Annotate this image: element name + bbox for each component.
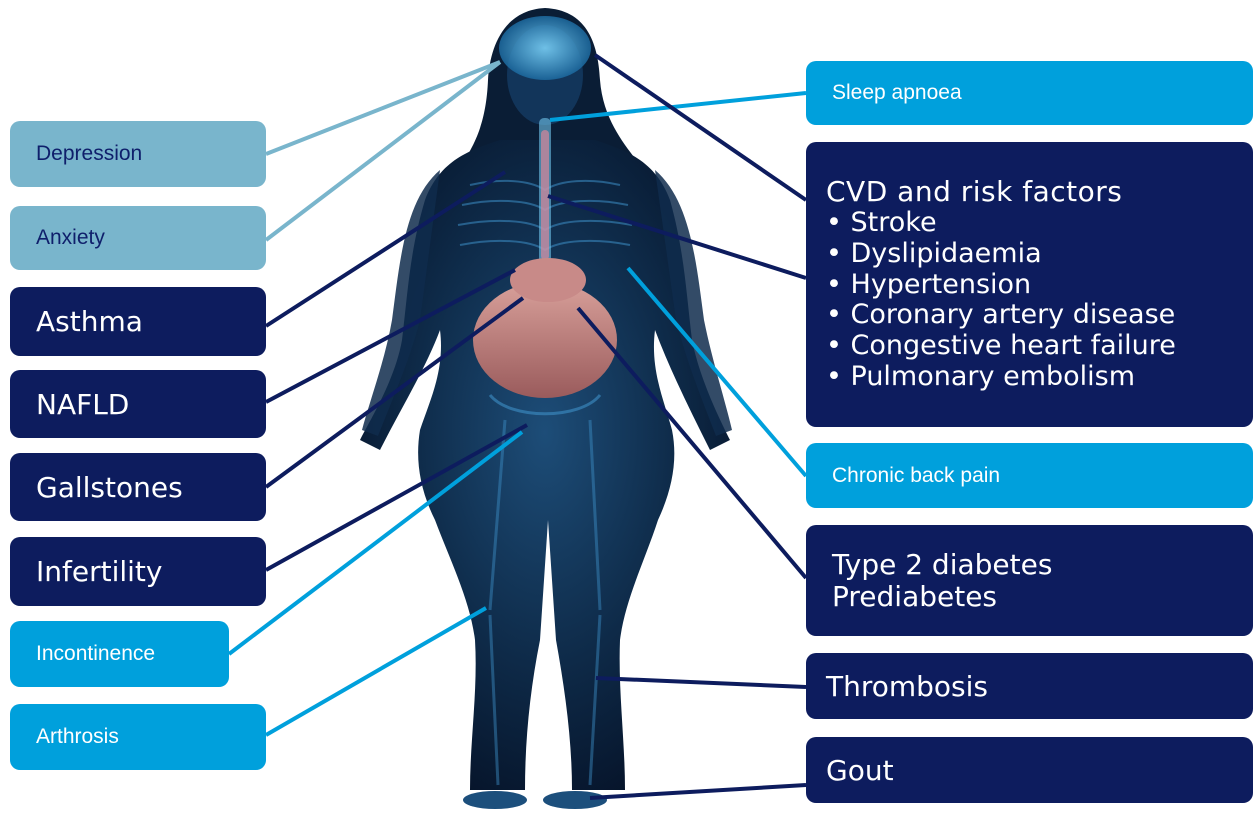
cvd-title: CVD and risk factors xyxy=(826,176,1122,208)
cvd-item: Congestive heart failure xyxy=(826,331,1176,362)
label-infertility: Infertility xyxy=(10,537,266,606)
connector-thrombosis xyxy=(596,678,806,687)
cvd-item: Pulmonary embolism xyxy=(826,362,1176,393)
label-sleep-apnoea: Sleep apnoea xyxy=(806,61,1253,125)
connector-arthrosis xyxy=(266,608,486,735)
cvd-list: Stroke Dyslipidaemia Hypertension Corona… xyxy=(826,208,1176,393)
label-gallstones: Gallstones xyxy=(10,453,266,521)
cvd-item: Coronary artery disease xyxy=(826,300,1176,331)
label-arthrosis: Arthrosis xyxy=(10,704,266,770)
cvd-item: Stroke xyxy=(826,208,1176,239)
cvd-item: Dyslipidaemia xyxy=(826,239,1176,270)
label-depression: Depression xyxy=(10,121,266,187)
diabetes-line: Prediabetes xyxy=(832,581,997,613)
label-diabetes: Type 2 diabetes Prediabetes xyxy=(806,525,1253,636)
cvd-item: Hypertension xyxy=(826,270,1176,301)
label-anxiety: Anxiety xyxy=(10,206,266,270)
label-gout: Gout xyxy=(806,737,1253,803)
connector-depression xyxy=(266,62,500,154)
label-cvd: CVD and risk factors Stroke Dyslipidaemi… xyxy=(806,142,1253,427)
label-nafld: NAFLD xyxy=(10,370,266,438)
label-thrombosis: Thrombosis xyxy=(806,653,1253,719)
diabetes-line: Type 2 diabetes xyxy=(832,549,1052,581)
label-back-pain: Chronic back pain xyxy=(806,443,1253,508)
label-asthma: Asthma xyxy=(10,287,266,356)
label-incontinence: Incontinence xyxy=(10,621,229,687)
